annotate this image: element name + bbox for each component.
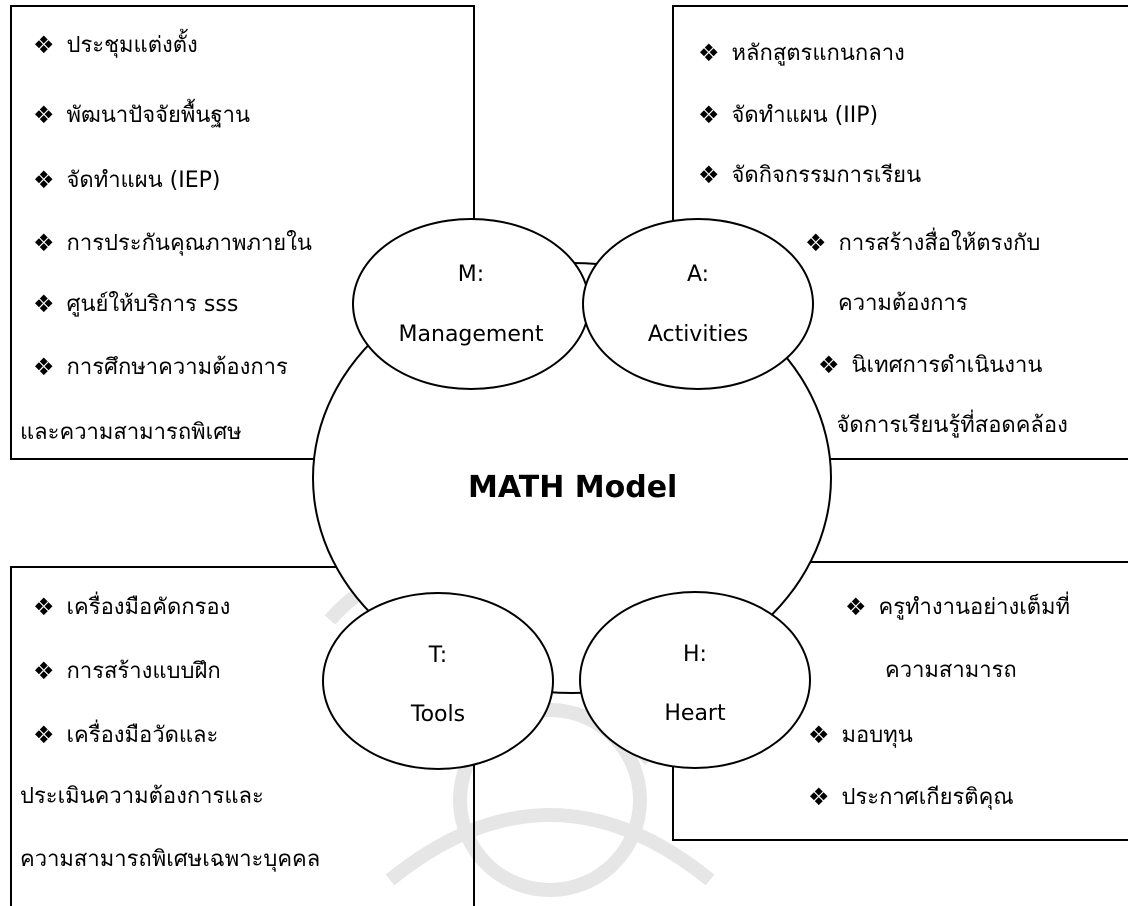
bullet-icon: ❖ bbox=[33, 290, 55, 318]
heart-oval-label: H: bbox=[683, 642, 707, 667]
tools-continuation-2: ความสามารถพิเศษเฉพาะบุคคล bbox=[20, 847, 321, 872]
management-item-5: ❖ศูนย์ให้บริการ sss bbox=[33, 290, 239, 318]
activities-item-3: ❖จัดกิจกรรมการเรียน bbox=[698, 161, 922, 189]
management-oval-label: M: bbox=[457, 262, 485, 287]
activities-item-2: ❖จัดทำแผน (IIP) bbox=[698, 101, 879, 129]
bullet-icon: ❖ bbox=[33, 593, 55, 621]
management-oval: M: Management bbox=[352, 218, 590, 390]
management-item-1: ❖ประชุมแต่งตั้ง bbox=[33, 31, 198, 59]
tools-oval-label: T: bbox=[428, 643, 448, 668]
management-item-4: ❖การประกันคุณภาพภายใน bbox=[33, 229, 312, 257]
bullet-icon: ❖ bbox=[698, 39, 720, 67]
activities-item-5: ❖นิเทศการดำเนินงาน bbox=[818, 351, 1043, 379]
tools-item-1: ❖เครื่องมือคัดกรอง bbox=[33, 593, 231, 621]
management-item-2: ❖พัฒนาปัจจัยพื้นฐาน bbox=[33, 101, 250, 129]
bullet-icon: ❖ bbox=[805, 229, 827, 257]
tools-oval-name: Tools bbox=[410, 702, 466, 727]
bullet-icon: ❖ bbox=[808, 783, 830, 811]
bullet-icon: ❖ bbox=[33, 657, 55, 685]
activities-oval-name: Activities bbox=[647, 322, 749, 347]
activities-continuation: ความต้องการ bbox=[838, 291, 968, 316]
activities-oval-label: A: bbox=[686, 262, 710, 287]
bullet-icon: ❖ bbox=[698, 161, 720, 189]
center-title: MATH Model bbox=[468, 470, 678, 505]
bullet-icon: ❖ bbox=[33, 101, 55, 129]
tools-item-3: ❖เครื่องมือวัดและ bbox=[33, 721, 219, 749]
bullet-icon: ❖ bbox=[33, 166, 55, 194]
management-item-3: ❖จัดทำแผน (IEP) bbox=[33, 166, 221, 194]
management-item-6: ❖การศึกษาความต้องการ bbox=[33, 353, 288, 381]
tools-oval: T: Tools bbox=[322, 592, 554, 770]
bullet-icon: ❖ bbox=[818, 351, 840, 379]
activities-item-6: ❖จัดการเรียนรู้ที่สอดคล้อง bbox=[803, 410, 1068, 441]
bullet-icon: ❖ bbox=[33, 721, 55, 749]
bullet-icon: ❖ bbox=[698, 101, 720, 129]
bullet-icon: ❖ bbox=[33, 353, 55, 381]
heart-item-3: ❖ประกาศเกียรติคุณ bbox=[808, 783, 1014, 811]
activities-oval: A: Activities bbox=[582, 218, 814, 390]
activities-item-4: ❖การสร้างสื่อให้ตรงกับ bbox=[805, 229, 1041, 257]
bullet-icon: ❖ bbox=[845, 593, 867, 621]
heart-oval-name: Heart bbox=[664, 701, 726, 726]
heart-oval: H: Heart bbox=[579, 591, 811, 769]
heart-item-2: ❖มอบทุน bbox=[808, 721, 913, 749]
management-oval-name: Management bbox=[398, 322, 544, 347]
bullet-icon: ❖ bbox=[33, 31, 55, 59]
bullet-icon: ❖ bbox=[808, 721, 830, 749]
tools-continuation-1: ประเมินความต้องการและ bbox=[20, 784, 264, 809]
activities-item-1: ❖หลักสูตรแกนกลาง bbox=[698, 39, 905, 67]
heart-continuation: ความสามารถ bbox=[885, 658, 1017, 683]
heart-item-1: ❖ครูทำงานอย่างเต็มที่ bbox=[845, 593, 1071, 621]
management-continuation: และความสามารถพิเศษ bbox=[20, 420, 242, 445]
tools-item-2: ❖การสร้างแบบฝึก bbox=[33, 657, 221, 685]
bullet-icon: ❖ bbox=[33, 229, 55, 257]
